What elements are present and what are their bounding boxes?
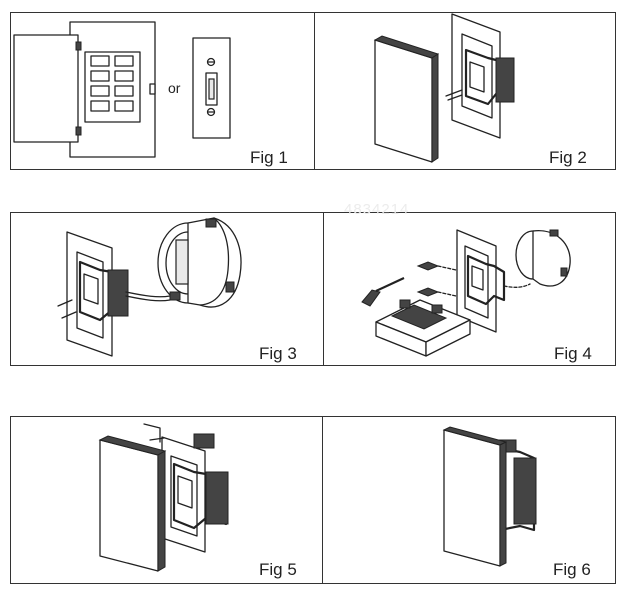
fig4-wiring-assembly	[361, 229, 571, 357]
fig1-or-text: or	[168, 80, 181, 96]
fig3-frame-and-backbox	[57, 217, 242, 357]
row3-divider	[322, 416, 323, 584]
fig6-installed-switch	[442, 426, 537, 567]
fig2-cover-and-frame	[373, 13, 515, 163]
fig1-label: Fig 1	[250, 148, 288, 167]
watermark-text: 4834214	[344, 201, 410, 218]
fig6-label: Fig 6	[553, 560, 591, 579]
fig2-label: Fig 2	[549, 148, 587, 167]
fig1-switch-plate	[192, 37, 231, 139]
row2-divider	[323, 212, 324, 366]
fig5-attach-cover	[98, 423, 229, 572]
fig5-label: Fig 5	[259, 560, 297, 579]
row1-divider	[314, 12, 315, 170]
fig4-label: Fig 4	[554, 344, 592, 363]
fig1-breaker-panel	[13, 21, 156, 158]
fig3-label: Fig 3	[259, 344, 297, 363]
